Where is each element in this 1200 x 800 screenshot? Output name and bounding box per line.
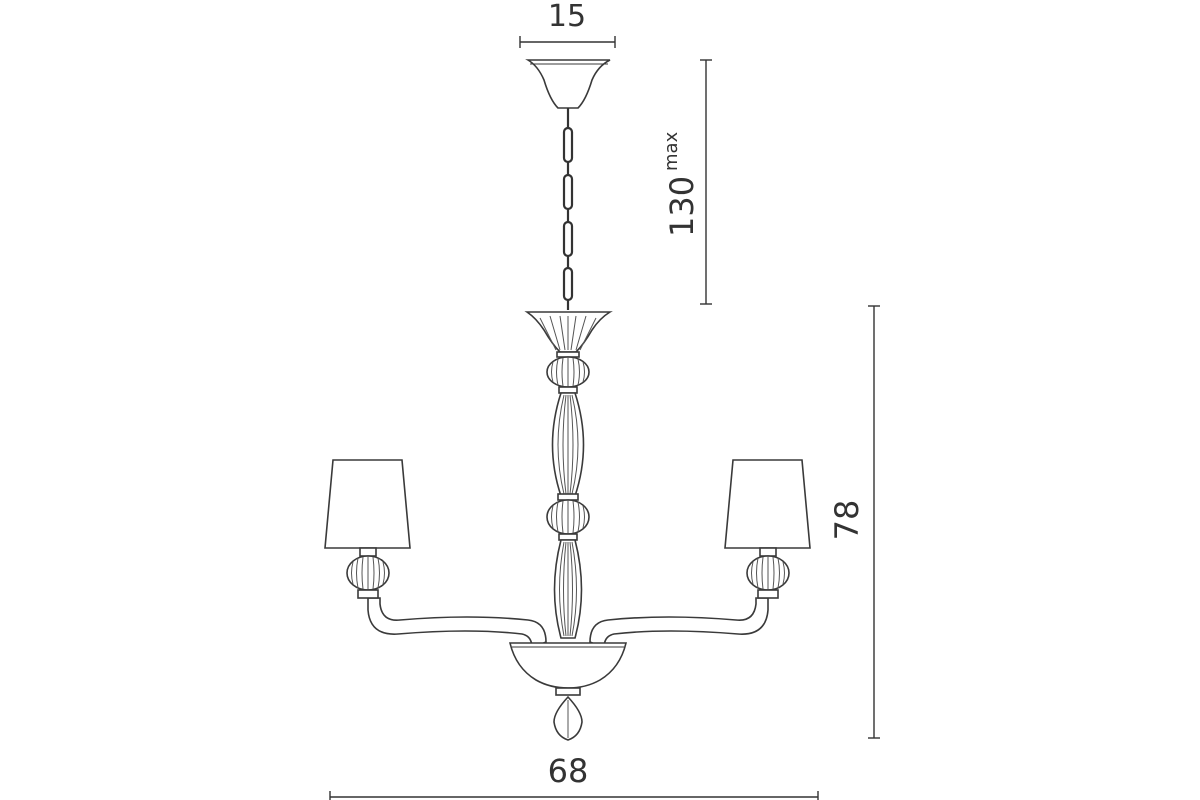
upper-ribbed-ball — [546, 356, 590, 394]
drop-length-suffix: max — [661, 131, 682, 171]
left-lamp — [324, 459, 411, 599]
top-cup — [524, 311, 613, 358]
drop-length-dimension: 130 max — [661, 59, 712, 305]
suspension-chain — [562, 108, 574, 310]
right-lamp — [724, 459, 811, 599]
ceiling-canopy — [525, 59, 611, 109]
left-lampshade — [324, 459, 411, 549]
right-arm — [589, 597, 769, 650]
height-label: 78 — [828, 500, 866, 541]
canopy-width-dimension: 15 — [519, 0, 616, 48]
width-label: 68 — [548, 752, 589, 790]
chandelier-drawing-icon — [324, 59, 811, 741]
bottom-bowl — [508, 642, 628, 696]
width-dimension: 68 — [329, 752, 819, 800]
left-arm — [367, 597, 547, 650]
canopy-width-label: 15 — [548, 0, 586, 34]
upper-stem — [551, 392, 585, 501]
bottom-finial — [553, 695, 583, 741]
lower-stem — [553, 539, 583, 639]
height-dimension: 78 — [828, 305, 880, 739]
right-lampshade — [724, 459, 811, 549]
drop-length-label: 130 — [663, 176, 701, 237]
middle-ribbed-ball — [546, 499, 590, 541]
